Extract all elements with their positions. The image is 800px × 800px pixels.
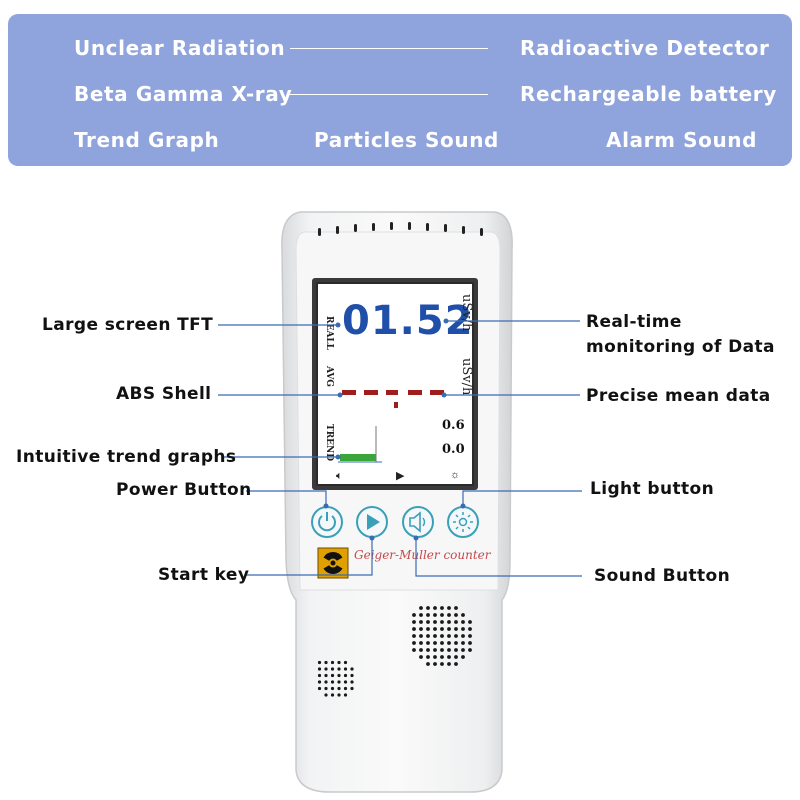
sun-icon [453,512,473,532]
feature-particles-sound: Particles Sound [314,128,499,152]
feature-trend-graph: Trend Graph [74,128,220,152]
feature-banner: Unclear Radiation Radioactive Detector B… [8,14,792,166]
trend-max-value: 0.6 [442,418,465,433]
speaker-icon [409,511,421,533]
feature-divider [290,48,488,49]
avg-dash-line [342,390,444,408]
feature-unclear-radiation: Unclear Radiation [74,36,286,60]
feature-alarm-sound: Alarm Sound [606,128,758,152]
power-icon [318,515,336,532]
sun-icon: ☼ [450,469,461,481]
speaker-icon: 🔈︎ [336,470,343,482]
feature-radioactive-detector: Radioactive Detector [520,36,770,60]
brand-text: Geiger-Muller counter [354,548,491,562]
callout-trend-graphs: Intuitive trend graphs [16,447,237,467]
feature-beta-gamma-xray: Beta Gamma X-ray [74,82,293,106]
radiation-icon [317,547,349,579]
play-icon: ▶ [396,470,405,482]
callout-sound-button: Sound Button [594,566,731,586]
callout-start-key: Start key [158,565,250,585]
callout-abs-shell: ABS Shell [116,384,212,404]
callout-light-button: Light button [590,479,715,499]
speaker-grill-small [317,660,354,697]
tft-screen: 01.52 REALL AVG TREND uSv/h uSv/h 0.6 0.… [316,282,474,486]
feature-divider [290,94,488,95]
speaker-grill-large [412,606,472,666]
callout-power-button: Power Button [116,480,252,500]
play-icon [367,514,380,530]
trend-min-value: 0.0 [442,442,465,457]
trend-graph [338,426,382,463]
vent-slots [318,222,483,236]
start-button[interactable] [356,506,388,538]
callout-realtime-1: Real-time [586,312,682,332]
callout-large-screen: Large screen TFT [42,315,214,335]
callout-mean-data: Precise mean data [586,386,771,406]
callout-realtime-2: monitoring of Data [586,337,775,357]
screen-graphics [338,390,444,463]
feature-rechargeable-battery: Rechargeable battery [520,82,777,106]
